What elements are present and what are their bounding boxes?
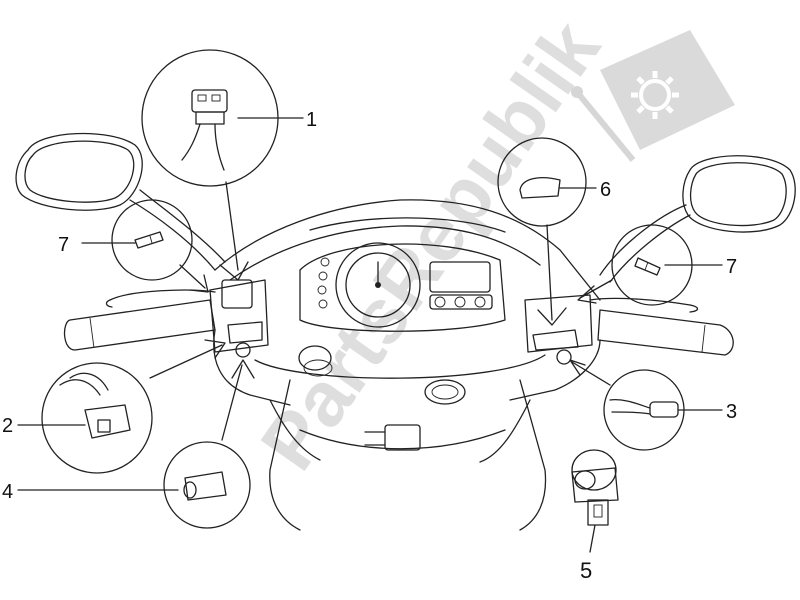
- callout-5: 5: [580, 558, 592, 583]
- detail-circle-7-right: [577, 224, 723, 306]
- callout-labels: 1 2 3 4 5 6 7 7: [2, 109, 737, 583]
- handlebar-assembly: [63, 199, 734, 531]
- left-mirror: [15, 132, 226, 271]
- gear-icon: [631, 71, 679, 119]
- callout-2: 2: [2, 415, 13, 437]
- detail-circle-7-left: [81, 199, 209, 293]
- callout-1: 1: [306, 109, 317, 131]
- callout-7-right: 7: [726, 256, 737, 278]
- callout-3: 3: [726, 401, 737, 423]
- detail-circle-1: [141, 49, 304, 281]
- callout-7-left: 7: [58, 234, 69, 256]
- detail-circle-3: [569, 359, 723, 451]
- detail-circle-2: [17, 339, 226, 474]
- callout-6: 6: [600, 179, 611, 201]
- ignition-switch-5: [571, 449, 619, 553]
- watermark: PartsRepublik: [244, 4, 735, 485]
- right-mirror: [599, 155, 796, 283]
- detail-circle-4: [17, 359, 255, 529]
- callout-4: 4: [2, 481, 13, 503]
- detail-circle-6: [497, 137, 597, 326]
- indicator-lights: [317, 257, 330, 309]
